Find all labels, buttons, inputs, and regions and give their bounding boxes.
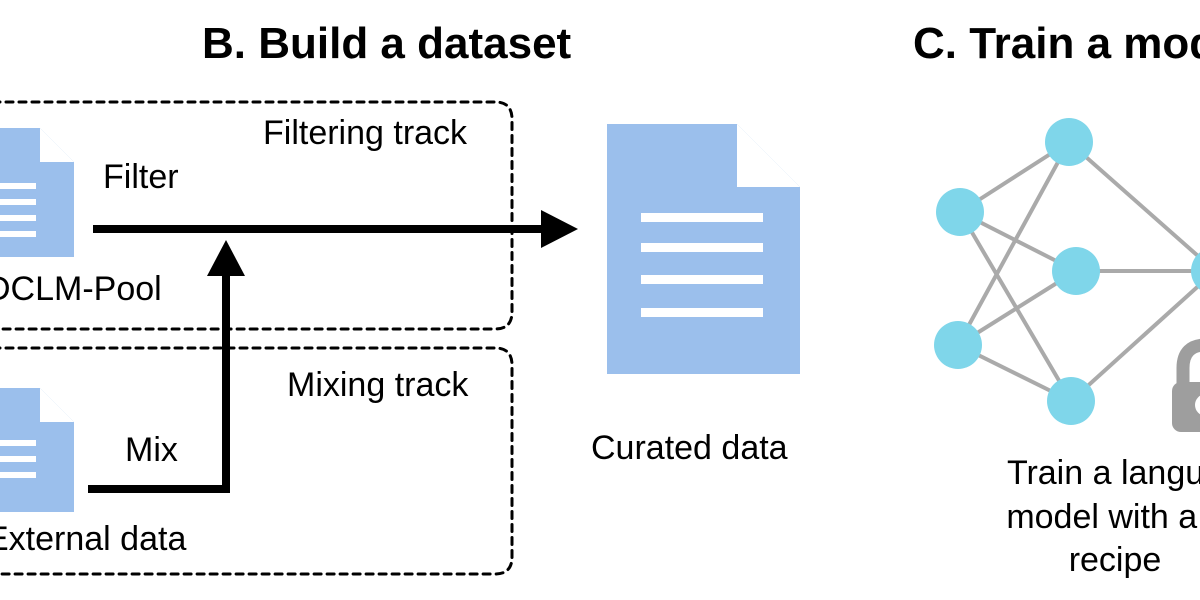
train-caption-line: Train a langua	[1006, 454, 1200, 492]
dclm-pool-document-icon	[0, 128, 74, 257]
curated-data-document-icon	[607, 124, 800, 374]
build-dataset-heading: B. Build a dataset	[202, 19, 572, 68]
network-node	[1047, 377, 1095, 425]
train-model-heading: C. Train a mod	[913, 19, 1200, 68]
external-data-label: External data	[0, 520, 187, 558]
mix-label: Mix	[125, 431, 178, 469]
mix-arrow	[88, 240, 245, 493]
filter-arrow	[93, 210, 578, 248]
network-node	[1045, 118, 1093, 166]
train-caption-line: model with a fi	[1006, 497, 1200, 536]
train-caption-line: recipe	[1068, 541, 1162, 580]
neural-network-icon	[934, 118, 1200, 425]
network-node	[1191, 252, 1200, 290]
network-node	[936, 188, 984, 236]
mixing-track-label: Mixing track	[287, 366, 469, 404]
mixing-track-box	[0, 346, 514, 576]
lock-icon	[1172, 339, 1200, 432]
dclm-pool-label: DCLM-Pool	[0, 270, 162, 308]
filter-label: Filter	[103, 158, 179, 196]
filtering-track-label: Filtering track	[263, 114, 468, 152]
network-node	[1052, 247, 1100, 295]
network-node	[934, 321, 982, 369]
curated-data-label: Curated data	[591, 429, 788, 467]
train-caption: Train a langua model with a fi recipe	[940, 452, 1200, 583]
filtering-track-box	[0, 100, 514, 331]
external-data-document-icon	[0, 388, 74, 512]
